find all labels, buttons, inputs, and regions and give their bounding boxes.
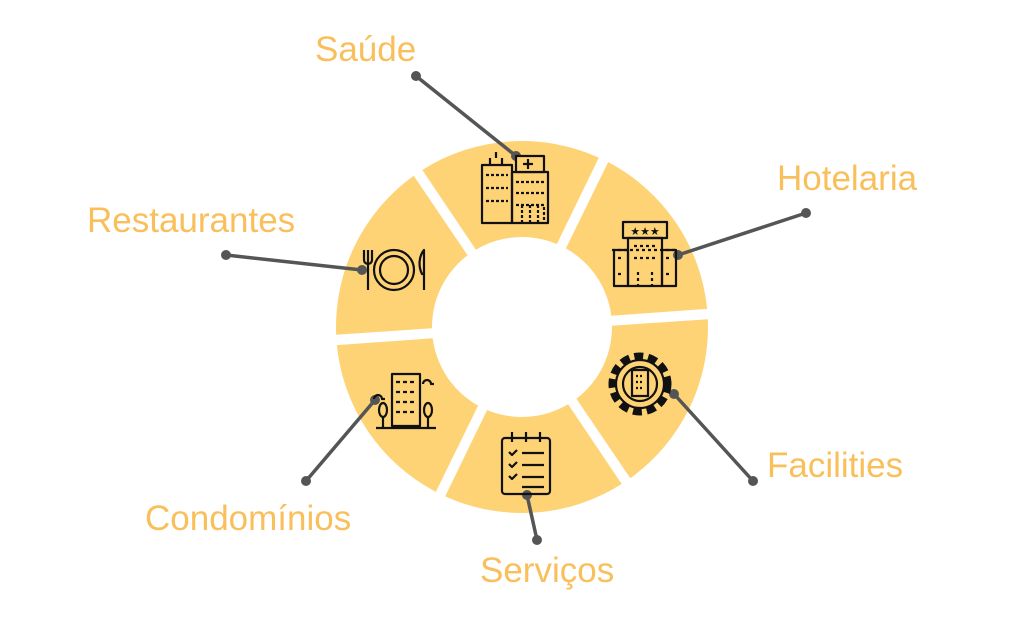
connector-condomínios <box>301 395 380 486</box>
label-saúde: Saúde <box>315 30 417 69</box>
hotel-icon: ★★★ <box>612 220 678 288</box>
segment-facilities <box>576 319 708 479</box>
connector-saúde <box>411 71 521 161</box>
connector-facilities <box>669 389 758 486</box>
segment-restaurantes <box>335 175 468 335</box>
connector-hotelaria <box>673 208 811 260</box>
label-condomínios: Condomínios <box>145 499 352 538</box>
segment-condomínios <box>336 338 479 492</box>
hospital-icon <box>480 152 550 225</box>
segment-serviços <box>445 404 622 513</box>
label-facilities: Facilities <box>767 446 904 485</box>
label-serviços: Serviços <box>480 551 615 590</box>
segment-saúde <box>422 140 599 250</box>
gear-building-icon <box>608 352 672 416</box>
checklist-icon <box>500 432 552 496</box>
svg-text:★★★: ★★★ <box>630 226 660 238</box>
apartment-building-icon <box>372 372 436 430</box>
label-restaurantes: Restaurantes <box>87 201 296 240</box>
label-hotelaria: Hotelaria <box>777 159 918 198</box>
plate-cutlery-icon <box>362 248 426 292</box>
connector-restaurantes <box>221 250 367 275</box>
